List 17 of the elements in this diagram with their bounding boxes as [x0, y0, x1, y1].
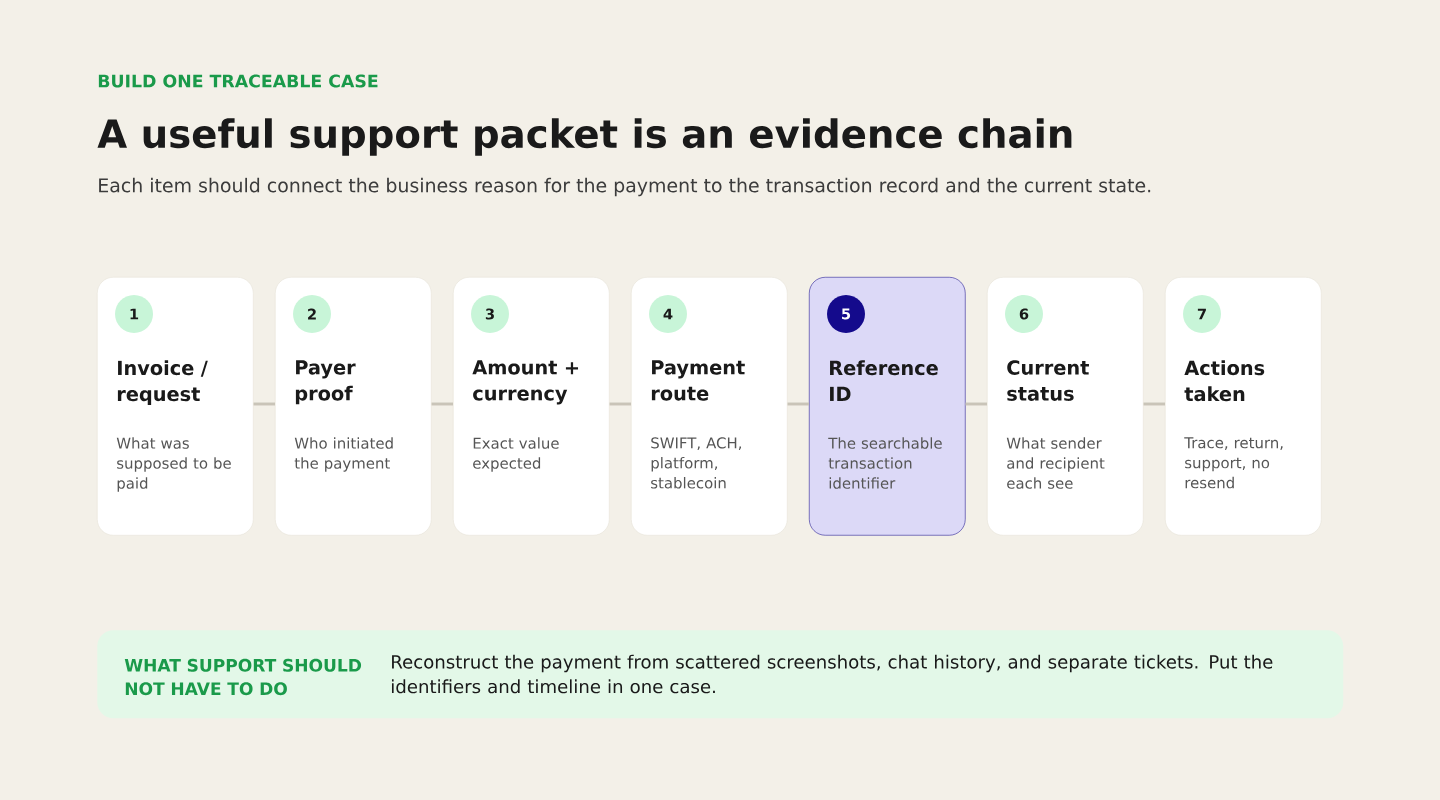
- connector-line: [609, 402, 631, 406]
- title: A useful support packet is an evidence chain: [97, 118, 1072, 156]
- connector-line: [253, 402, 275, 406]
- step-card: 5 Reference ID The searchable transaction identifier: [809, 277, 966, 536]
- step-card: 1 Invoice / request What was supposed to be paid: [97, 277, 254, 536]
- connector-line: [965, 402, 987, 406]
- subtitle: Each item should connect the business reason for the payment to the transaction record and the current state.: [99, 177, 1151, 197]
- step-card: 7 Actions taken Trace, return, support, no resend: [1165, 277, 1322, 536]
- connector-line: [431, 402, 453, 406]
- step-card: 6 Current status What sender and recipient each see: [987, 277, 1144, 536]
- note-panel: WHAT SUPPORT SHOULD NOT HAVE TO DO Reconstruct the payment from scattered screenshots, chat history, and separate tickets. Put the identifiers and timeline in one case.: [97, 630, 1344, 719]
- eyebrow-heading: BUILD ONE TRACEABLE CASE: [98, 74, 378, 88]
- connector-line: [787, 402, 809, 406]
- step-card: 4 Payment route SWIFT, ACH, platform, stablecoin: [631, 277, 788, 536]
- connector-line: [1143, 402, 1165, 406]
- step-card: 3 Amount + currency Exact value expected: [453, 277, 610, 536]
- step-card: 2 Payer proof Who initiated the payment: [275, 277, 432, 536]
